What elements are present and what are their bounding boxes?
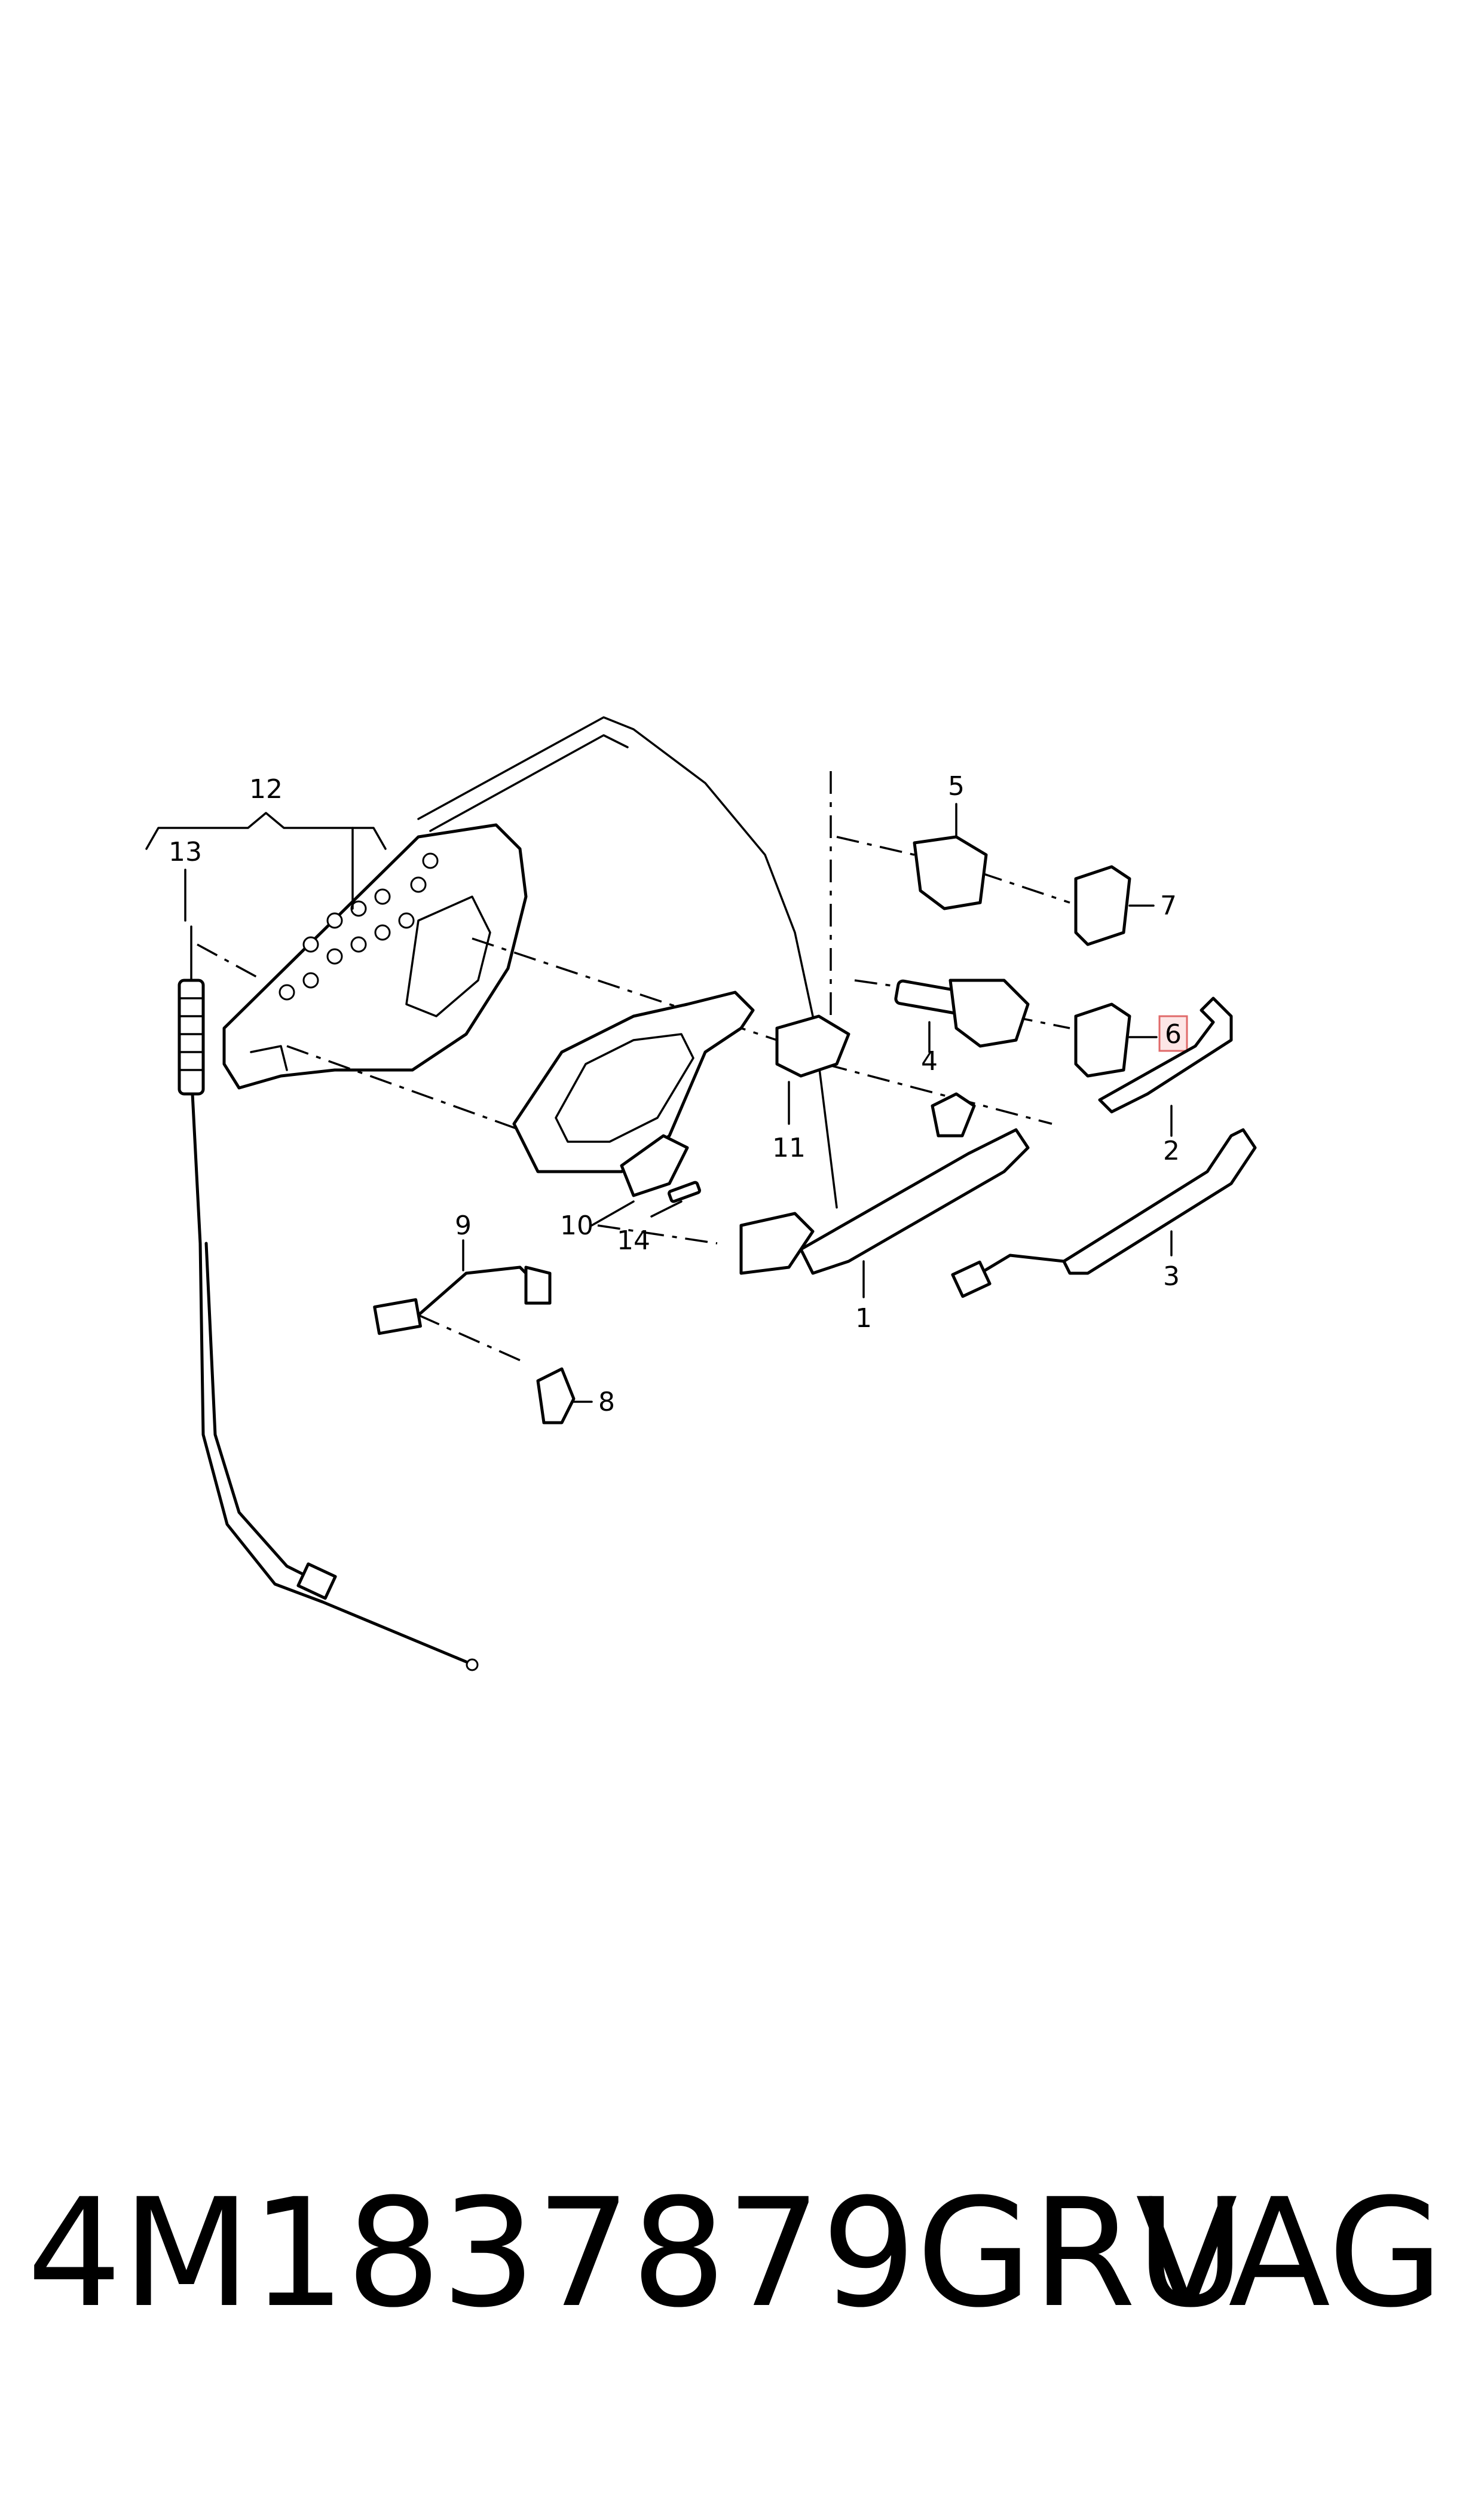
lock-cylinder-part-4: 4 (894, 979, 1030, 1077)
handle-carrier-part-12 (222, 823, 528, 1090)
clip-part-11: 11 (772, 1014, 850, 1163)
sensor-cable-part-9: 9 (373, 1210, 552, 1335)
screw-part-14: 14 (617, 1181, 701, 1256)
door-panel-outline (417, 716, 838, 1209)
gasket-part-10: 10 (560, 1134, 689, 1241)
callout-label-9: 9 (455, 1210, 472, 1241)
cap-part-6: 6 (1074, 1002, 1188, 1078)
footer: 4M1837879GRU VAG (0, 2164, 1484, 2343)
callout-label-1: 1 (855, 1303, 872, 1334)
callout-label-12: 12 (249, 774, 283, 805)
outer-handle-part-1: 1 (739, 1092, 1030, 1334)
sensor-handle-part-3: 3 (951, 1128, 1257, 1298)
clip-part-8: 8 (536, 1367, 615, 1424)
callout-label-4: 4 (921, 1046, 938, 1077)
highlight-box-6 (1158, 1015, 1188, 1052)
cap-part-7: 7 (1074, 865, 1177, 946)
callout-label-7: 7 (1160, 891, 1177, 921)
callout-label-13: 13 (169, 837, 202, 867)
callout-12: 12 (145, 774, 387, 910)
callout-label-14: 14 (617, 1225, 650, 1256)
callout-label-5: 5 (948, 771, 965, 802)
brand-name: VAG (1136, 2166, 1444, 2340)
callout-label-8: 8 (598, 1387, 615, 1417)
cable-part-13: 13 (169, 837, 479, 1671)
trim-frame (512, 990, 755, 1173)
callout-label-10: 10 (560, 1210, 593, 1241)
callout-label-11: 11 (772, 1133, 806, 1163)
callout-label-6: 6 (1165, 1019, 1182, 1050)
lock-housing-part-5: 5 (913, 771, 988, 910)
callout-label-3: 3 (1163, 1261, 1180, 1292)
callout-label-2: 2 (1163, 1136, 1180, 1166)
seal-part-2: 2 (1098, 996, 1233, 1166)
part-number: 4M1837879GRU (27, 2166, 1246, 2340)
